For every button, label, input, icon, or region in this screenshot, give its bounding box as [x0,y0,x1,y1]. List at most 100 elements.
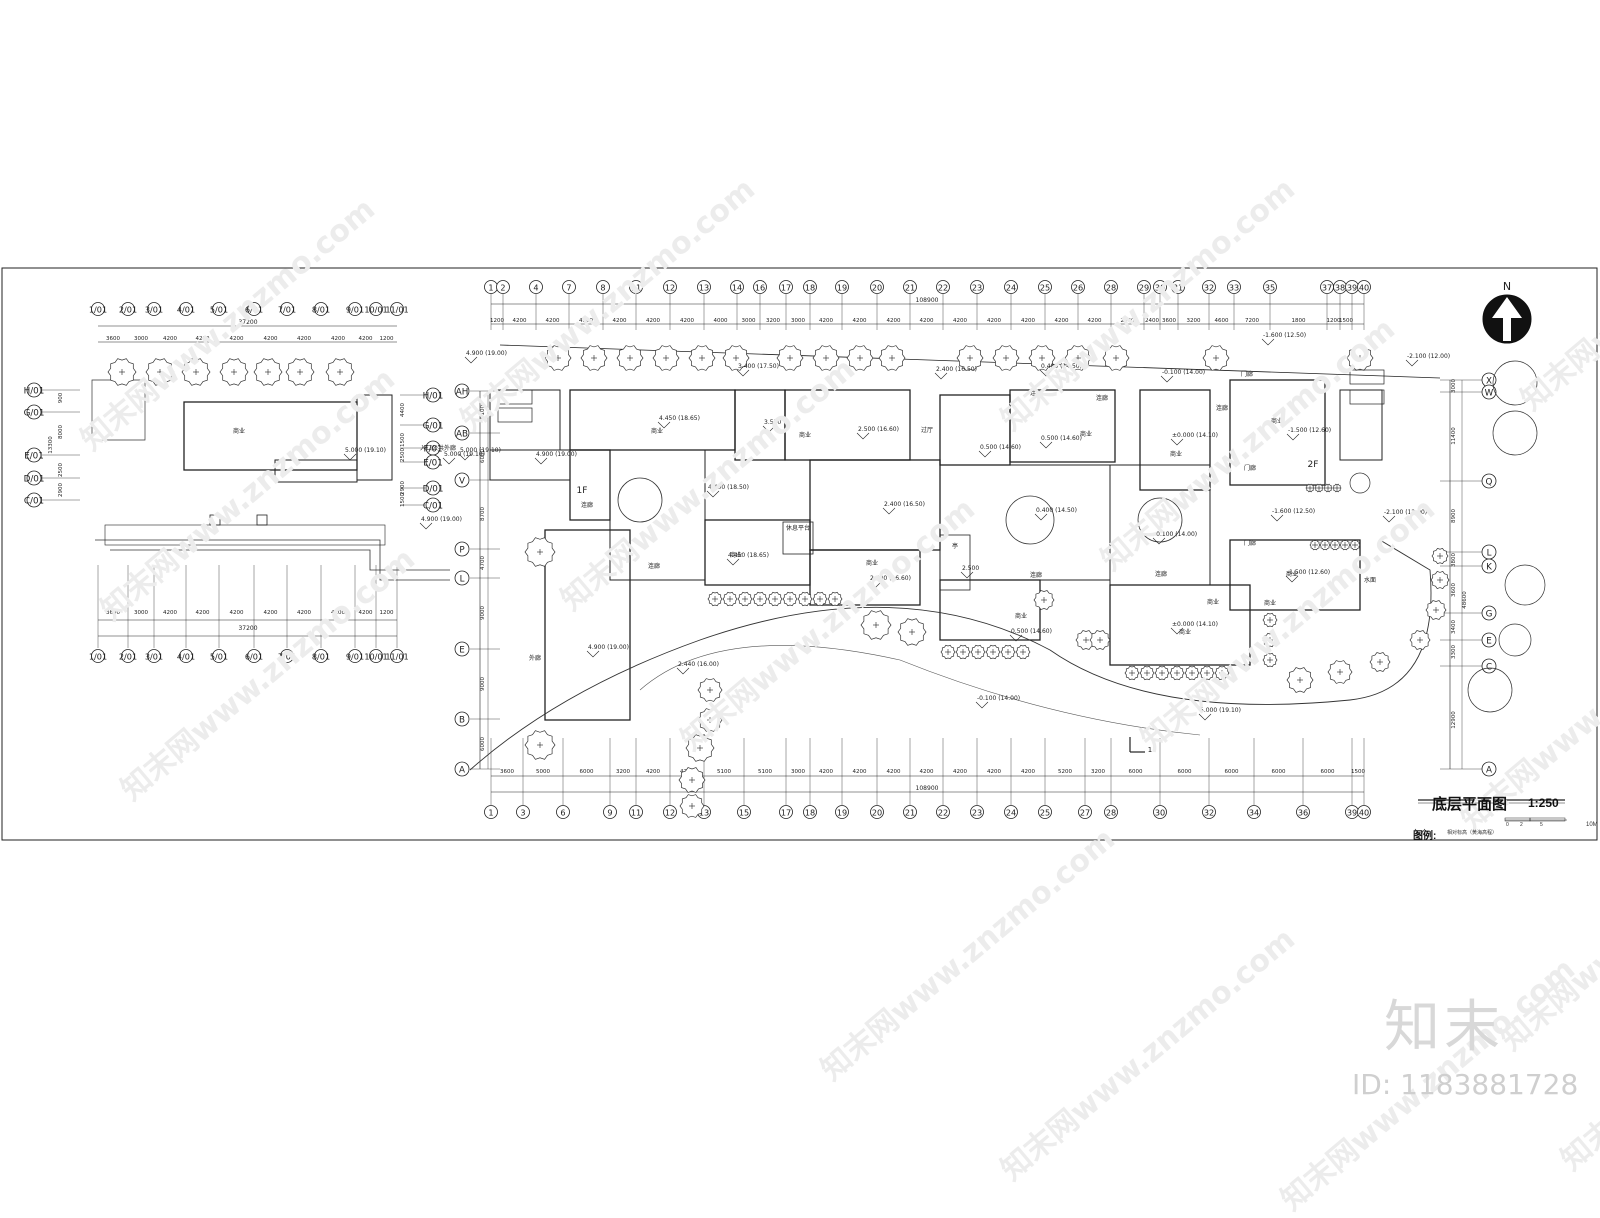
dim-spacing-text: 4200 [920,318,934,324]
axis-label: 22 [938,808,948,818]
elevation-label: 2.500 (16.60) [858,426,899,433]
top-axis-bubble [629,280,643,294]
dim-vertical-text: 8900 [1451,509,1457,523]
small-bottom-bubble [179,649,193,663]
watermark-brand: 知末 [1384,995,1504,1060]
courtyard-tree-canopy [1005,495,1055,545]
small-top-bubble [147,302,161,316]
room-label: 连廊 [1030,389,1042,397]
axis-label: 25 [1040,808,1050,818]
elevation-mark [343,453,357,461]
dim-vertical-text: 900 [58,392,64,403]
site-path-line [469,539,1432,771]
elevation-mark [657,421,671,429]
small-top-bubble [314,302,328,316]
elevation-mark [726,558,740,566]
dim-spacing-text: 3600 [106,336,120,342]
dim-spacing-text: 4200 [646,769,660,775]
elevation-mark [676,667,690,675]
axis-label: 38 [1335,283,1345,293]
dim-spacing-text: 3200 [766,318,780,324]
top-axis-bubble [1171,280,1185,294]
parking-area [1339,389,1383,461]
elevation-mark [706,490,720,498]
dim-spacing-text: 4200 [887,318,901,324]
dim-vertical-text: 2500 [58,463,64,477]
dim-vertical-text: 3800 [1451,553,1457,567]
dim-vertical-text: 2500 [400,448,406,462]
room-label: 商业 [233,427,245,435]
axis-label: 2/01 [119,305,137,315]
elevation-label: 5.000 (19.10) [460,447,501,454]
axis-label: 8/01 [312,305,330,315]
axis-label: 5/01 [210,652,228,662]
axis-label: 28 [1106,283,1116,293]
legend-elevation-mark [1414,828,1426,836]
elevation-label: 2.440 (16.00) [678,661,719,668]
axis-label: AH [456,388,469,398]
top-axis-bubble [663,280,677,294]
dim-total-text: 37200 [238,319,257,326]
elevation-mark [975,701,989,709]
axis-label: E/01 [24,452,44,462]
top-axis-bubble [1038,280,1052,294]
dim-spacing-text: 4200 [230,610,244,616]
bottom-axis-bubble [803,805,817,819]
dim-spacing-text: 1500 [1351,769,1365,775]
dim-spacing-text: 3600 [106,610,120,616]
dim-vertical-text: 12900 [1451,711,1457,729]
top-axis-bubble [697,280,711,294]
dim-spacing-text: 3000 [742,318,756,324]
sheet-frame [1,267,1598,841]
axis-label: 22 [938,283,948,293]
elevation-mark [1152,537,1166,545]
axis-label: K [1486,563,1492,573]
elevation-label: 5.000 (19.10) [1200,707,1241,714]
room-label: 连廊 [1155,570,1167,578]
top-axis-bubble [529,280,543,294]
small-top-bubble [212,302,226,316]
small-left-bubble [26,382,42,398]
legend-item: 相对标高（黄海高程） [1447,830,1498,836]
large-tree [1492,410,1538,456]
small-bottom-bubble [314,649,328,663]
axis-label: 40 [1359,808,1369,818]
dim-spacing-text: 4200 [613,318,627,324]
bottom-axis-bubble [870,805,884,819]
axis-label: 23 [972,808,982,818]
scale-tick: 5 [1540,822,1543,828]
room-label: 门廊 [1244,464,1256,472]
dim-spacing-text: 4200 [297,610,311,616]
room-label: 商业 [1207,598,1219,606]
bottom-axis-bubble [835,805,849,819]
scale-tick: 2 [1520,822,1523,828]
dim-vertical-text: 6000 [480,737,486,751]
elevation-mark [934,372,948,380]
axis-label: P [459,546,464,556]
dim-spacing-text: 4200 [1055,318,1069,324]
axis-label: 10/01 [364,652,387,662]
axis-label: 32 [1204,808,1214,818]
terrace-edge [95,539,450,581]
dim-spacing-text: 4200 [546,318,560,324]
steps-area [104,524,386,546]
bottom-axis-bubble [1202,805,1216,819]
elevation-label: 5.000 (19.10) [345,447,386,454]
dim-total-text: 108900 [916,297,939,304]
axis-label: 35 [1265,283,1275,293]
axis-label: 1/01 [89,652,107,662]
axis-label: E [459,646,465,656]
axis-label: 18 [805,808,815,818]
dim-vertical-text: 2900 [400,481,406,495]
axis-label: 24 [1006,283,1016,293]
dim-vertical-text: 5100 [480,405,486,419]
elevation-label: 0.400 (14.50) [1036,507,1077,514]
section-mark-label: 1 [1148,746,1152,754]
axis-label: 3/01 [145,652,163,662]
room-commercial [1009,389,1116,463]
bottom-axis-bubble [1357,805,1371,819]
elevation-mark [1261,338,1275,346]
dim-spacing-text: 7200 [1245,318,1259,324]
axis-label: 33 [1229,283,1239,293]
axis-label: 4/01 [177,652,195,662]
